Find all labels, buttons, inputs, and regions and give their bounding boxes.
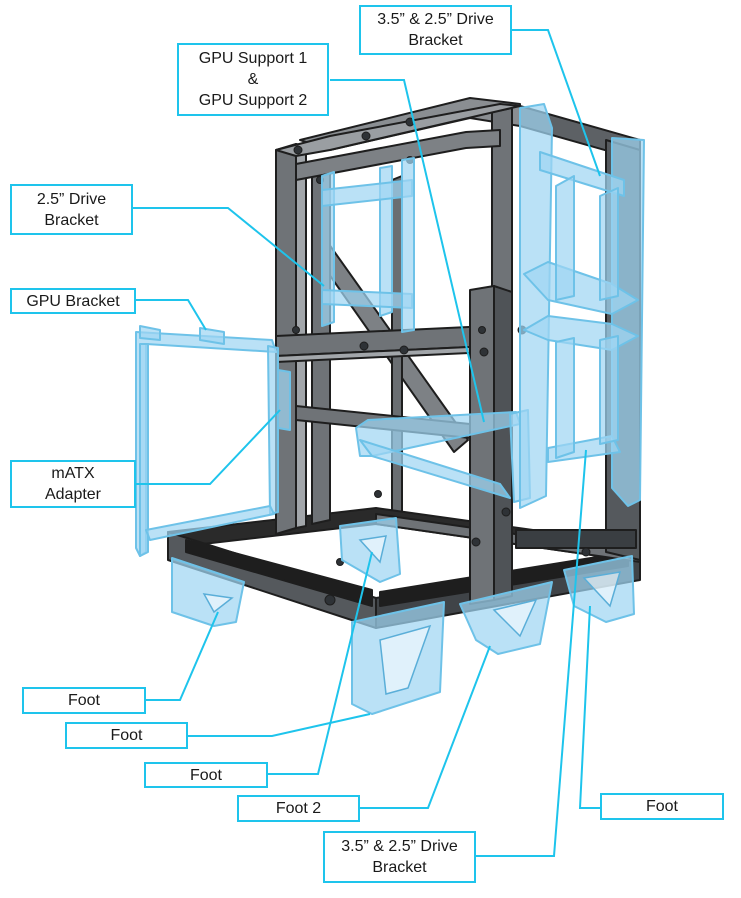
callout-drive-bracket-bottom: 3.5” & 2.5” Drive Bracket	[323, 831, 476, 883]
callout-matx-adapter: mATX Adapter	[10, 460, 136, 508]
matx-adapter-part	[277, 369, 291, 431]
callout-foot-2: Foot	[65, 722, 188, 749]
callout-gpu-support: GPU Support 1 & GPU Support 2	[177, 43, 329, 116]
callout-foot-1: Foot	[22, 687, 146, 714]
leader-gpu-bracket	[136, 299, 207, 331]
highlighted-parts	[135, 103, 645, 715]
callout-foot-4: Foot 2	[237, 795, 360, 822]
leader-foot-1	[146, 611, 219, 701]
leader-drive-bracket-bottom	[476, 449, 587, 857]
leader-foot-2	[188, 713, 371, 737]
leader-lines	[133, 29, 601, 857]
callout-drive-bracket-top: 3.5” & 2.5” Drive Bracket	[359, 5, 512, 55]
leader-foot-3	[268, 551, 373, 775]
leader-foot-5	[578, 605, 600, 809]
callout-gpu-bracket: GPU Bracket	[10, 288, 136, 314]
drive-bracket-35-part	[519, 103, 645, 509]
leader-gpu-support	[330, 79, 485, 423]
drive-bracket-25-part	[321, 157, 415, 333]
callout-foot-3: Foot	[144, 762, 268, 788]
leader-drive-bracket-25	[133, 207, 325, 287]
leader-foot-4	[360, 645, 491, 809]
callout-foot-5: Foot	[600, 793, 724, 820]
gpu-bracket-part	[135, 325, 279, 557]
foot-cutouts	[202, 535, 622, 695]
leader-drive-bracket-top	[512, 29, 601, 177]
leader-matx	[136, 409, 281, 485]
foot-part-left	[171, 557, 245, 627]
callout-drive-bracket-25: 2.5” Drive Bracket	[10, 184, 133, 235]
